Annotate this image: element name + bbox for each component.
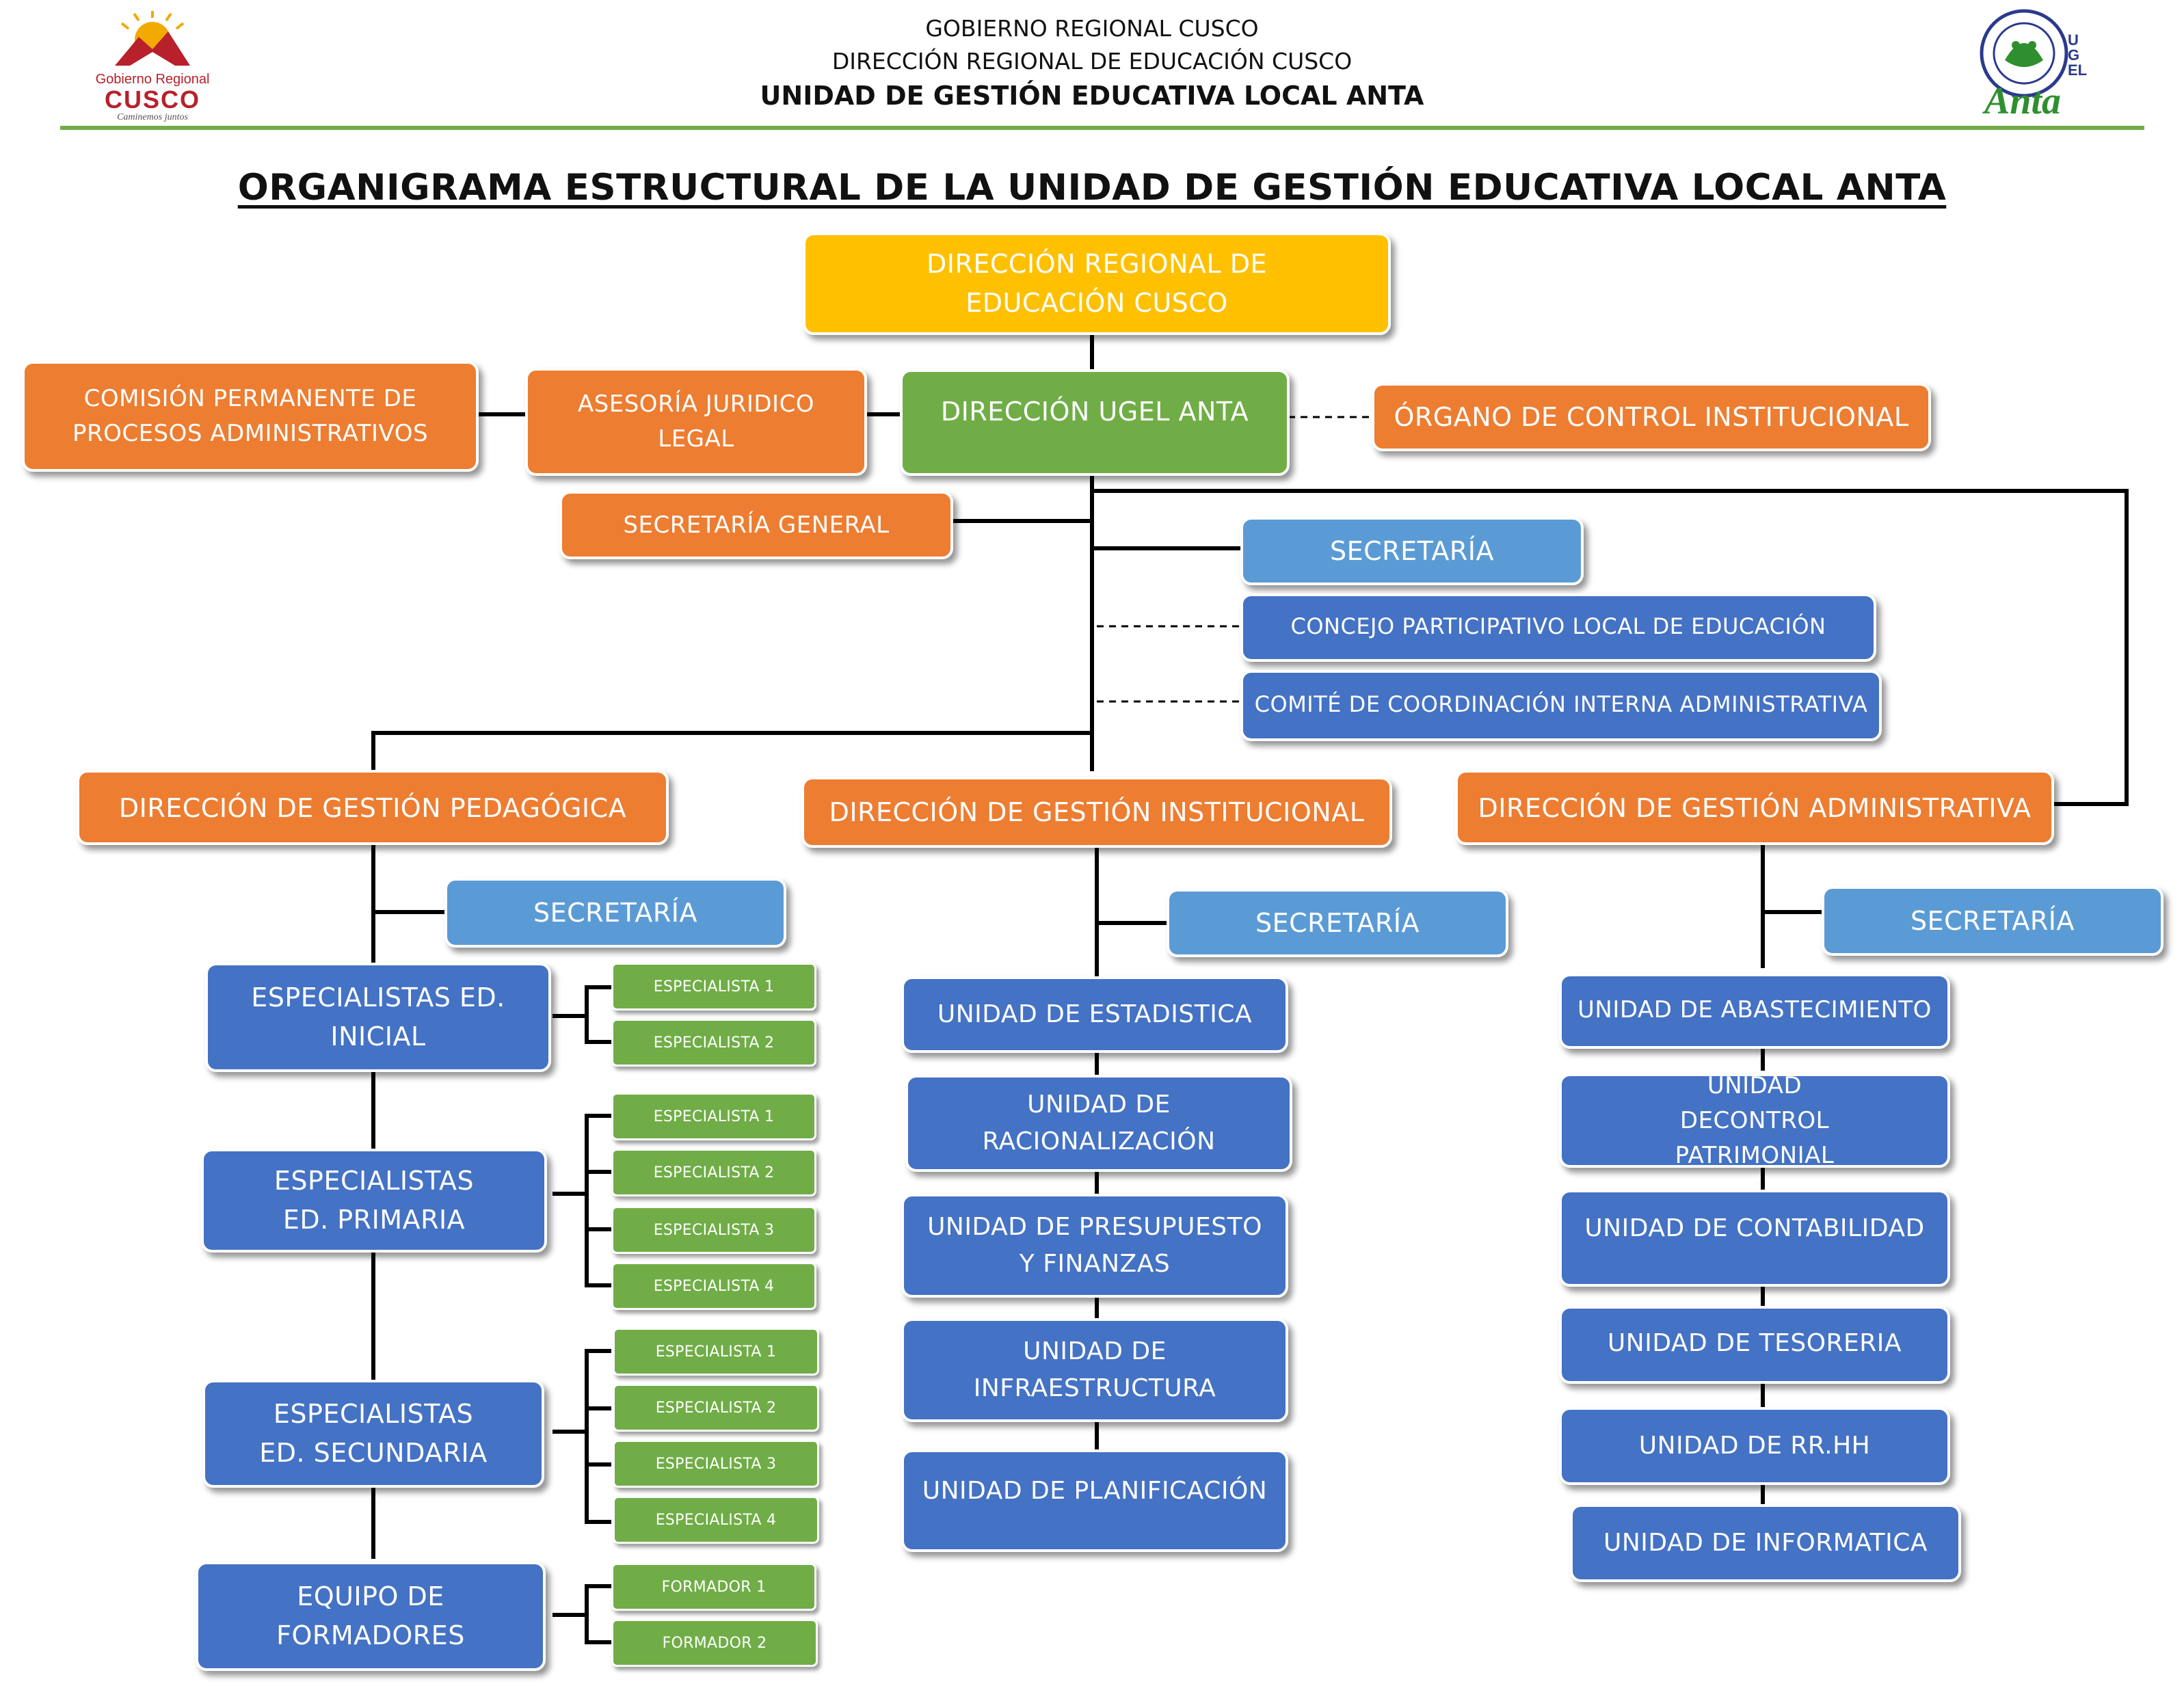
node-secundaria-especialista-1: ESPECIALISTA 1 <box>613 1328 819 1376</box>
header-rule <box>60 126 2144 130</box>
node-secretaria-institucional: SECRETARÍA <box>1167 889 1508 957</box>
node-unidad-control-patrimonial: UNIDAD DECONTROL PATRIMONIAL <box>1559 1072 1950 1169</box>
node-unidad-presupuesto: UNIDAD DE PRESUPUESTO Y FINANZAS <box>901 1194 1288 1298</box>
node-unidad-racionalizacion: UNIDAD DE RACIONALIZACIÓN <box>905 1075 1292 1172</box>
node-primaria-especialista-2: ESPECIALISTA 2 <box>611 1149 816 1196</box>
node-secretaria-general: SECRETARÍA GENERAL <box>559 491 953 559</box>
node-especialistas-inicial: ESPECIALISTAS ED. INICIAL <box>205 963 551 1072</box>
node-equipo-formadores: EQUIPO DE FORMADORES <box>196 1562 546 1671</box>
header-line-2: DIRECCIÓN REGIONAL DE EDUCACIÓN CUSCO <box>831 48 1353 75</box>
node-unidad-tesoreria: UNIDAD DE TESORERIA <box>1559 1306 1950 1384</box>
node-unidad-contabilidad: UNIDAD DE CONTABILIDAD <box>1559 1190 1950 1287</box>
node-primaria-especialista-3: ESPECIALISTA 3 <box>611 1206 816 1254</box>
node-asesoria-juridica: ASESORÍA JURIDICO LEGAL <box>525 368 867 476</box>
logo-ring-text: EDUCACIÓN DE CALIDAD PARA EL TERCER MILE… <box>1969 5 1970 6</box>
logo-ugel-text: UGEL <box>2068 31 2088 79</box>
node-comision-permanente: COMISIÓN PERMANENTE DE PROCESOS ADMINIST… <box>22 361 479 472</box>
sun-mountain-icon <box>115 11 190 66</box>
node-unidad-infraestructura: UNIDAD DE INFRAESTRUCTURA <box>901 1318 1288 1422</box>
node-unidad-informatica: UNIDAD DE INFORMATICA <box>1570 1504 1961 1582</box>
node-primaria-especialista-1: ESPECIALISTA 1 <box>611 1093 816 1140</box>
node-direccion-ugel: DIRECCIÓN UGEL ANTA <box>900 369 1290 476</box>
logo-cusco-text: CUSCO <box>104 85 200 113</box>
node-unidad-abastecimiento: UNIDAD DE ABASTECIMIENTO <box>1559 974 1950 1049</box>
node-unidad-estadistica: UNIDAD DE ESTADISTICA <box>901 976 1288 1053</box>
logo-slogan-text: Caminemos juntos <box>117 112 188 122</box>
node-secretaria-administrativa: SECRETARÍA <box>1822 886 2163 956</box>
ugel-emblem-icon <box>1980 9 2068 98</box>
node-secundaria-especialista-2: ESPECIALISTA 2 <box>613 1384 819 1432</box>
node-formador-2: FORMADOR 2 <box>611 1619 818 1667</box>
page-title: ORGANIGRAMA ESTRUCTURAL DE LA UNIDAD DE … <box>237 167 1947 209</box>
node-primaria-especialista-4: ESPECIALISTA 4 <box>611 1262 816 1310</box>
node-unidad-planificacion: UNIDAD DE PLANIFICACIÓN <box>901 1449 1288 1552</box>
node-formador-1: FORMADOR 1 <box>611 1563 816 1611</box>
node-direccion-regional: DIRECCIÓN REGIONAL DE EDUCACIÓN CUSCO <box>803 232 1391 335</box>
node-especialistas-primaria: ESPECIALISTAS ED. PRIMARIA <box>201 1149 547 1253</box>
logo-anta-text: Anta <box>1984 80 2062 122</box>
node-inicial-especialista-1: ESPECIALISTA 1 <box>611 963 816 1011</box>
node-especialistas-secundaria: ESPECIALISTAS ED. SECUNDARIA <box>202 1380 544 1488</box>
node-gestion-pedagogica: DIRECCIÓN DE GESTIÓN PEDAGÓGICA <box>77 770 669 845</box>
gobierno-regional-cusco-logo: Gobierno Regional CUSCO Caminemos juntos <box>88 11 217 122</box>
node-secundaria-especialista-3: ESPECIALISTA 3 <box>613 1440 819 1488</box>
node-concejo-participativo: CONCEJO PARTICIPATIVO LOCAL DE EDUCACIÓN <box>1240 593 1876 662</box>
header-line-3: UNIDAD DE GESTIÓN EDUCATIVA LOCAL ANTA <box>760 81 1424 111</box>
logo-gobierno-text: Gobierno Regional <box>95 72 210 87</box>
node-unidad-rrhh: UNIDAD DE RR.HH <box>1559 1407 1950 1485</box>
ugel-anta-logo: EDUCACIÓN DE CALIDAD PARA EL TERCER MILE… <box>1969 5 2099 123</box>
node-inicial-especialista-2: ESPECIALISTA 2 <box>611 1019 816 1067</box>
node-comite-coordinacion: COMITÉ DE COORDINACIÓN INTERNA ADMINISTR… <box>1240 670 1882 741</box>
node-organo-control: ÓRGANO DE CONTROL INSTITUCIONAL <box>1372 383 1931 451</box>
header-line-1: GOBIERNO REGIONAL CUSCO <box>925 15 1259 42</box>
node-gestion-institucional: DIRECCIÓN DE GESTIÓN INSTITUCIONAL <box>801 777 1392 848</box>
node-secundaria-especialista-4: ESPECIALISTA 4 <box>613 1496 819 1544</box>
node-gestion-administrativa: DIRECCIÓN DE GESTIÓN ADMINISTRATIVA <box>1455 770 2054 845</box>
node-secretaria-pedagogica: SECRETARÍA <box>444 878 786 948</box>
node-secretaria: SECRETARÍA <box>1240 517 1584 585</box>
